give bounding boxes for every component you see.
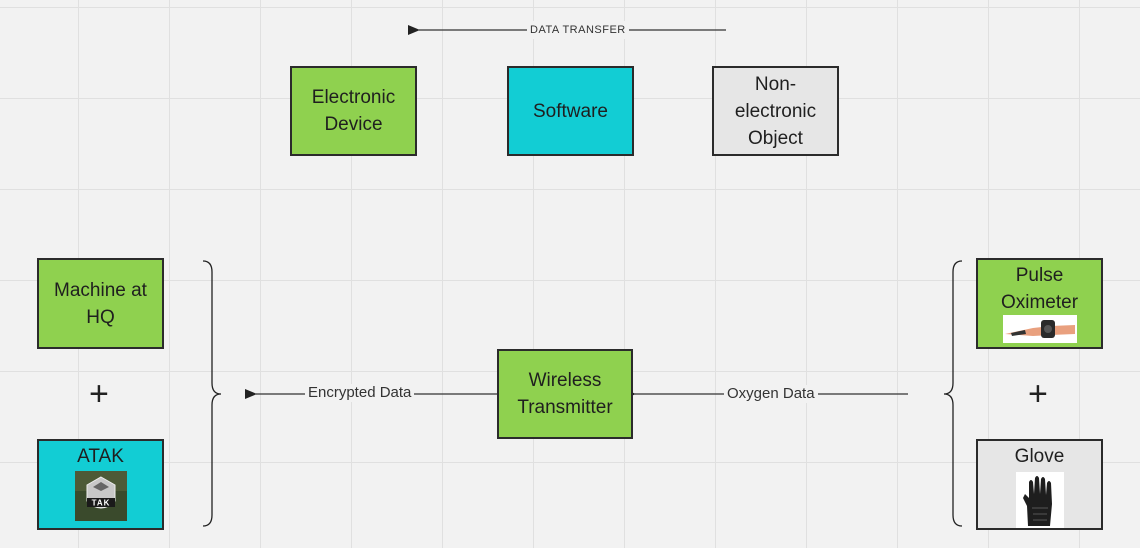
legend-non-electronic-label: Non-electronic Object <box>734 73 817 149</box>
wireless-transmitter-label: Wireless Transmitter <box>517 370 613 418</box>
pulse-oximeter-image-icon <box>1002 315 1077 343</box>
legend-software[interactable]: Software <box>507 66 634 156</box>
legend-electronic-device-label: Electronic Device <box>311 87 396 135</box>
glove-label: Glove <box>1014 446 1065 467</box>
legend-non-electronic-object[interactable]: Non-electronic Object <box>712 66 839 156</box>
oxygen-data-label: Oxygen Data <box>724 385 818 403</box>
atak-label: ATAK <box>77 446 124 467</box>
machine-at-hq-label: Machine at HQ <box>54 279 147 328</box>
legend-electronic-device[interactable]: Electronic Device <box>290 66 417 156</box>
left-brace <box>202 260 222 527</box>
encrypted-data-label: Encrypted Data <box>305 384 415 402</box>
pulse-oximeter-node[interactable]: Pulse Oximeter <box>976 258 1103 349</box>
glove-image-icon <box>1015 472 1064 528</box>
atak-node[interactable]: ATAK TAK <box>37 439 164 530</box>
right-brace <box>943 260 963 527</box>
pulse-oximeter-label: Pulse Oximeter <box>1000 265 1079 313</box>
data-transfer-label: DATA TRANSFER <box>527 21 629 39</box>
glove-node[interactable]: Glove <box>976 439 1103 530</box>
plus-right: + <box>1028 375 1048 413</box>
atak-logo-text: TAK <box>91 499 110 508</box>
wireless-transmitter-node[interactable]: Wireless Transmitter <box>497 349 633 439</box>
legend-software-label: Software <box>533 100 608 122</box>
plus-left: + <box>89 375 109 413</box>
atak-logo-icon: TAK <box>74 471 127 521</box>
machine-at-hq-node[interactable]: Machine at HQ <box>37 258 164 349</box>
